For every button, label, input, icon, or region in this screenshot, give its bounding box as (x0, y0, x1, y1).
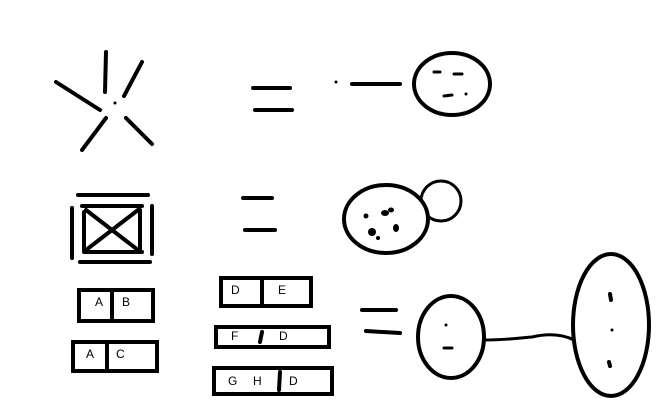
record-cell-label: B (122, 295, 130, 309)
record-cell-label: D (279, 329, 288, 343)
record-group-left (71, 288, 159, 373)
record-cell-label: H (253, 374, 262, 388)
record-cell-label: E (278, 283, 286, 297)
record-group-middle (212, 276, 334, 396)
oval-with-bubble (342, 179, 463, 255)
burst-symbol (54, 50, 154, 152)
crossed-box-symbol (70, 193, 154, 264)
record-cell-label: A (95, 295, 103, 309)
record-cell-label: G (228, 374, 237, 388)
record-cell-label: D (231, 283, 240, 297)
record-labels: A B A C D E F D G H D (86, 283, 298, 388)
stick-with-oval (334, 51, 492, 117)
record-cell-label: A (86, 347, 94, 361)
linked-ovals (416, 252, 651, 398)
equals-sign-2 (241, 196, 277, 232)
equals-sign-1 (251, 86, 294, 112)
equals-sign-3 (360, 308, 402, 335)
record-cell-label: D (289, 374, 298, 388)
record-cell-label: F (231, 329, 238, 343)
record-cell-label: C (116, 347, 125, 361)
